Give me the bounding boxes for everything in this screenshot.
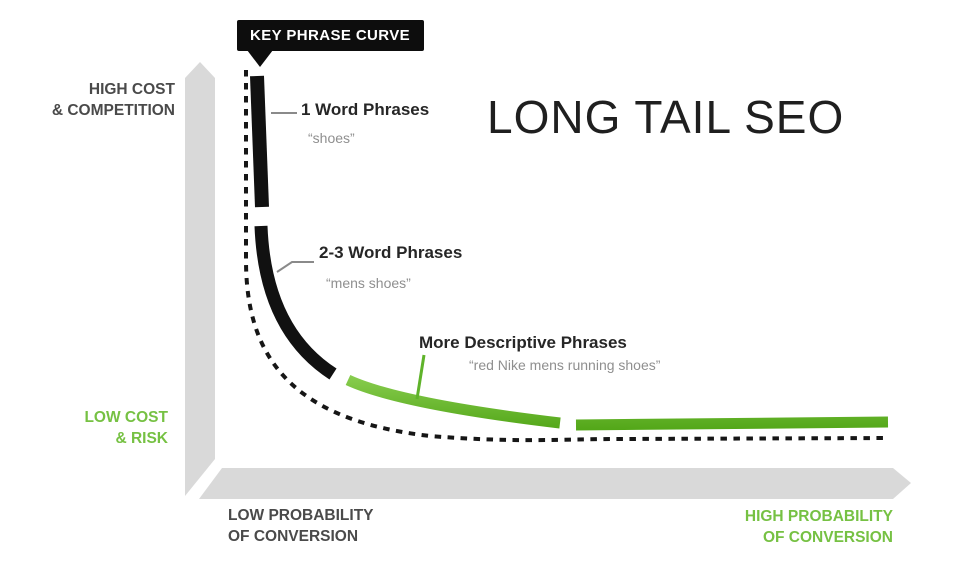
dashed-curve (244, 70, 889, 443)
curve-label-1-word-example: “shoes” (308, 130, 355, 146)
x-axis-left-label: LOW PROBABILITY OF CONVERSION (228, 505, 374, 547)
y-axis-bar (185, 62, 215, 496)
x-axis-left-label-line2: OF CONVERSION (228, 528, 359, 545)
curve-label-2-3-word-example: “mens shoes” (326, 275, 411, 291)
leader-line-2-3-word (276, 261, 314, 273)
curve-label-descriptive-example: “red Nike mens running shoes” (469, 357, 661, 373)
y-axis-top-label: HIGH COST & COMPETITION (20, 79, 175, 121)
leader-line-descriptive (415, 354, 426, 400)
y-axis-bottom-label-line2: & RISK (115, 430, 168, 447)
y-axis-bottom-label-line1: LOW COST (84, 409, 168, 426)
badge-pointer-icon (247, 50, 273, 67)
curve-label-descriptive-title: More Descriptive Phrases (419, 333, 627, 352)
x-axis-left-label-line1: LOW PROBABILITY (228, 507, 374, 524)
x-axis-right-label: HIGH PROBABILITY OF CONVERSION (640, 506, 893, 548)
green-segment-tail (575, 416, 889, 431)
page-title: LONG TAIL SEO (487, 91, 845, 143)
y-axis-top-label-line2: & COMPETITION (51, 102, 175, 119)
x-axis-right-label-line1: HIGH PROBABILITY (744, 508, 893, 525)
key-phrase-curve-badge: KEY PHRASE CURVE (237, 20, 424, 51)
black-segment-2-3-word (254, 225, 337, 380)
curve-label-1-word-title: 1 Word Phrases (301, 100, 430, 119)
y-axis-top-label-line1: HIGH COST (88, 81, 175, 98)
x-axis-right-label-line2: OF CONVERSION (762, 529, 893, 546)
y-axis-bottom-label: LOW COST & RISK (20, 407, 168, 449)
x-axis-bar (199, 468, 911, 499)
black-segment-1-word (250, 75, 269, 208)
curve-label-2-3-word-title: 2-3 Word Phrases (319, 243, 463, 262)
green-segment-descriptive (345, 374, 561, 429)
